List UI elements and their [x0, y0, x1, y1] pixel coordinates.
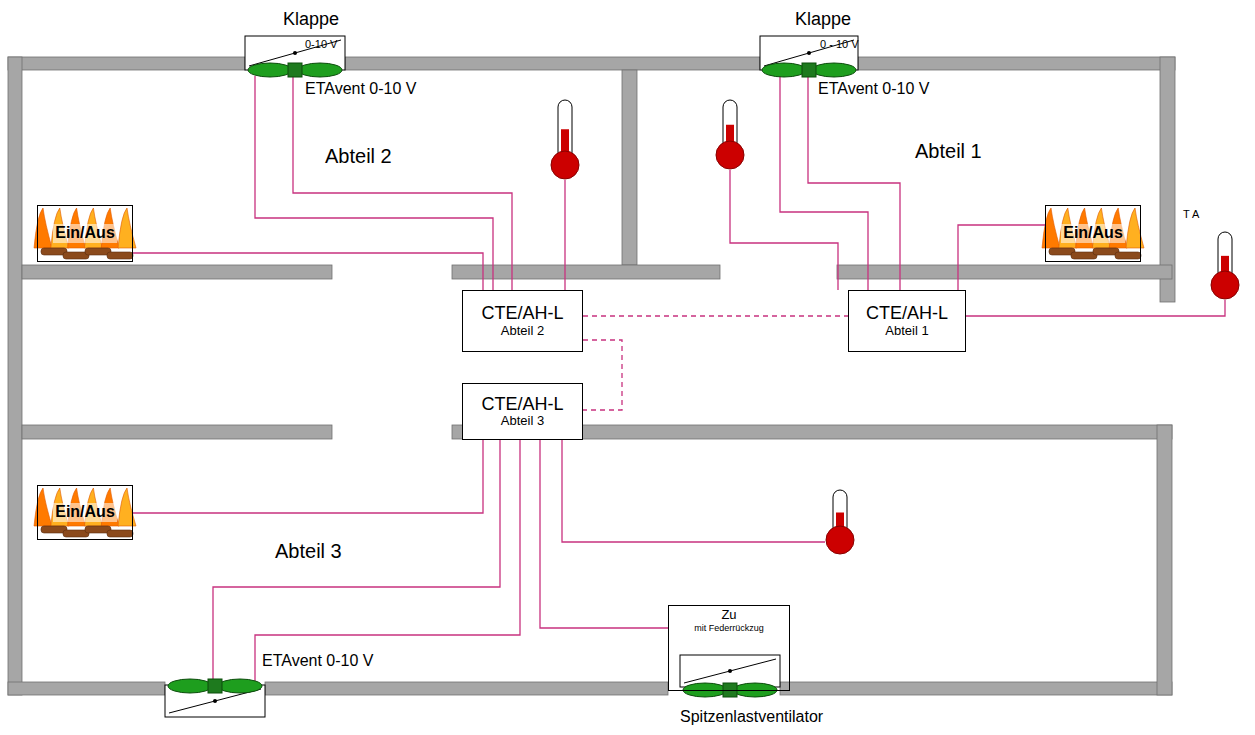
wall — [8, 57, 22, 695]
node-title: CTE/AH-L — [481, 303, 563, 324]
controller-box: CTE/AH-LAbteil 1 — [848, 290, 966, 352]
node-title: CTE/AH-L — [481, 394, 563, 415]
wall — [8, 682, 165, 695]
signal-wire — [958, 225, 1045, 290]
part-label: Klappe — [283, 10, 339, 30]
signal-wire — [562, 440, 825, 542]
node-subtitle: mit Federrückzug — [694, 623, 764, 633]
room-label: Abteil 2 — [325, 145, 392, 167]
wall — [265, 682, 668, 695]
node-title: Zu — [721, 608, 736, 623]
wall — [22, 265, 332, 279]
signal-label: 0-10 V — [305, 38, 337, 50]
wall — [858, 57, 1175, 70]
signal-wire — [133, 440, 483, 513]
bus-connector — [583, 340, 622, 410]
part-label: Spitzenlastventilator — [680, 708, 823, 726]
thermometer-symbol — [551, 100, 579, 179]
node-subtitle: Abteil 2 — [501, 324, 544, 339]
signal-wire — [213, 440, 500, 683]
signal-wire — [966, 300, 1225, 316]
signal-wire — [133, 253, 483, 290]
signal-wire — [255, 440, 520, 683]
part-label: Klappe — [795, 10, 851, 30]
fire-symbol — [1042, 208, 1144, 259]
part-label: ETAvent 0-10 V — [305, 80, 416, 98]
thermometer-symbol — [1211, 232, 1239, 299]
fan-symbol — [762, 63, 856, 77]
wall — [345, 57, 760, 70]
wall — [622, 70, 637, 265]
wall — [1157, 425, 1172, 695]
node-title: CTE/AH-L — [866, 303, 948, 324]
wall — [8, 57, 245, 70]
heater-box: Ein/Aus — [37, 485, 133, 540]
actuator-box: Zumit Federrückzug — [668, 605, 790, 691]
controller-box: CTE/AH-LAbteil 2 — [462, 290, 583, 352]
fire-symbol — [34, 488, 136, 537]
wall — [837, 265, 1172, 279]
bus-connector — [583, 315, 848, 316]
node-subtitle: Abteil 3 — [501, 414, 544, 429]
node-title: Ein/Aus — [53, 224, 117, 242]
part-label: ETAvent 0-10 V — [818, 80, 929, 98]
node-subtitle: Abteil 1 — [885, 324, 928, 339]
node-title: Ein/Aus — [53, 503, 117, 521]
sensor-label: T A — [1183, 208, 1199, 220]
damper-symbol — [680, 655, 780, 687]
controller-box: CTE/AH-LAbteil 3 — [462, 383, 583, 440]
signal-wire — [540, 440, 668, 628]
fan-symbol — [683, 683, 777, 697]
part-label: ETAvent 0-10 V — [262, 652, 373, 670]
signal-wire — [293, 76, 512, 290]
fan-symbol — [168, 679, 262, 693]
room-label: Abteil 1 — [915, 140, 982, 162]
signal-label: 0 - 10 V — [820, 38, 859, 50]
fire-symbol — [34, 208, 136, 259]
signal-wire — [808, 76, 900, 290]
room-label: Abteil 3 — [275, 540, 342, 562]
wall — [452, 265, 720, 279]
signal-wire — [730, 170, 838, 290]
node-title: Ein/Aus — [1061, 224, 1125, 242]
signal-wire — [255, 76, 493, 290]
wall — [780, 682, 1172, 695]
wall — [22, 425, 332, 439]
thermometer-symbol — [716, 100, 744, 169]
heater-box: Ein/Aus — [37, 205, 133, 262]
fan-symbol — [248, 63, 342, 77]
heater-box: Ein/Aus — [1045, 205, 1141, 262]
signal-wire — [564, 180, 565, 290]
thermometer-symbol — [826, 490, 854, 554]
